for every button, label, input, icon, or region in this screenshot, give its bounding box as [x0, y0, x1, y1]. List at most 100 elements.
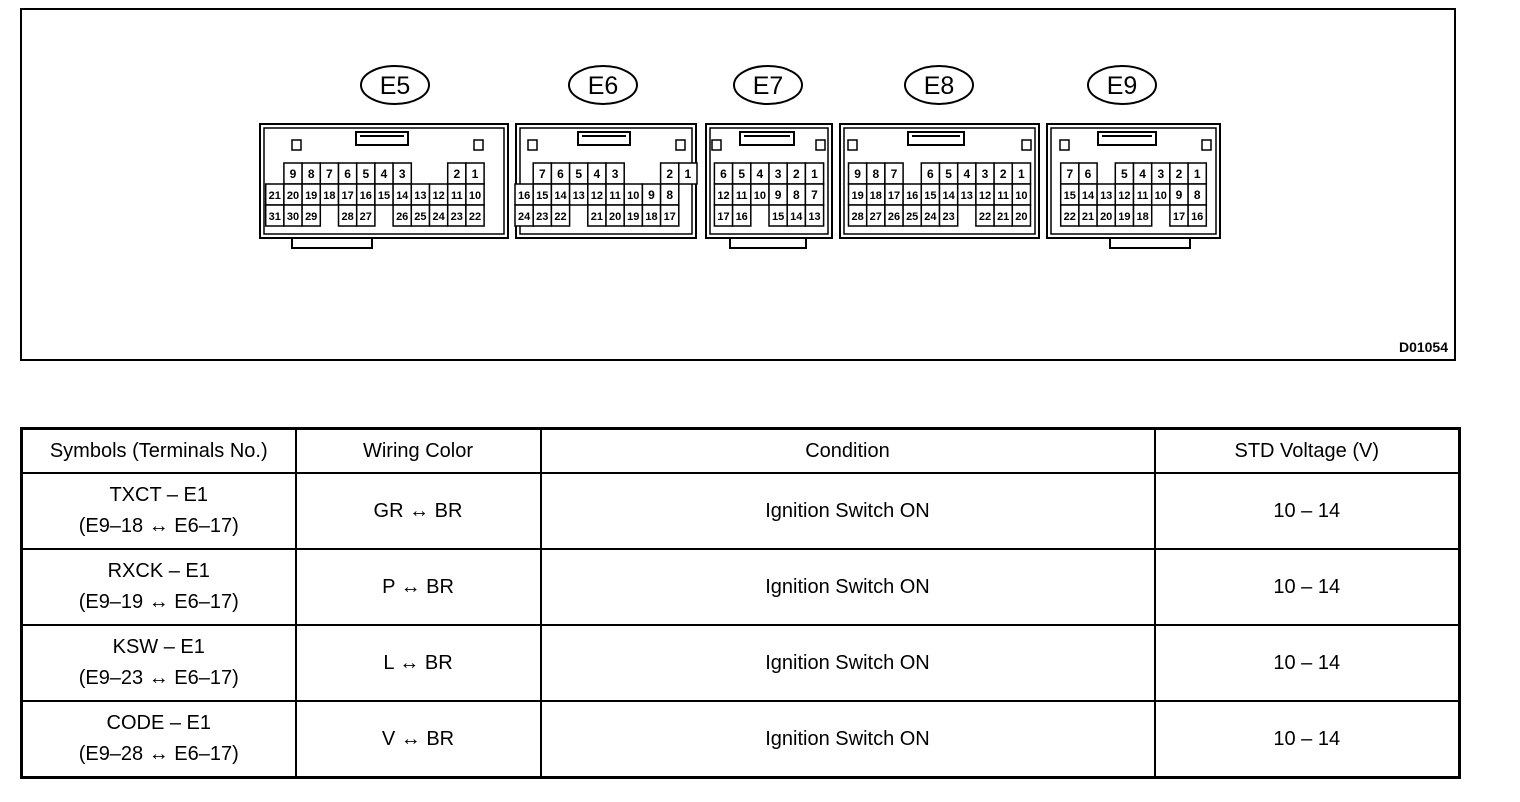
- wiring-color-cell: V ↔ BR: [294, 700, 542, 779]
- table-row: TXCT – E1 (E9–18 ↔ E6–17) GR ↔ BR Igniti…: [20, 472, 1461, 550]
- connector-lock-tab: [739, 131, 795, 146]
- terminal-cell: 11: [605, 183, 625, 206]
- terminal-cell: 12: [975, 183, 995, 206]
- terminal-cell: 6: [713, 162, 734, 185]
- terminal-cell: 18: [865, 183, 886, 206]
- terminal-cell: 7: [884, 162, 904, 185]
- connector-label-ellipse: [1087, 65, 1157, 105]
- terminal-cell: 6: [337, 162, 358, 185]
- symbol-name: RXCK – E1: [107, 560, 210, 582]
- terminal-cell: 13: [410, 183, 431, 206]
- terminal-number: 17: [888, 190, 900, 202]
- terminal-number: 11: [1137, 190, 1149, 202]
- connector-label: E7: [753, 72, 784, 100]
- condition-cell: Ignition Switch ON: [539, 472, 1156, 550]
- connector-lock-tab: [1097, 131, 1157, 146]
- terminal-cell: 5: [355, 162, 376, 185]
- terminal-cell: 5: [568, 162, 589, 185]
- terminal-numbers: (E9–23 ↔ E6–17): [78, 667, 239, 689]
- terminal-number: 23: [536, 211, 548, 223]
- terminal-number: 2: [793, 167, 800, 181]
- terminal-number: 20: [1015, 211, 1027, 223]
- terminal-cell: 24: [514, 204, 534, 227]
- terminal-cell: 24: [920, 204, 941, 227]
- terminal-cell: 9: [641, 183, 662, 206]
- connector-guide-bump: [1059, 139, 1070, 151]
- terminal-cell: 22: [465, 204, 485, 227]
- terminal-number: 3: [612, 167, 619, 181]
- terminal-cell: 3: [605, 162, 625, 185]
- terminal-number: 9: [1176, 188, 1183, 202]
- connector-inner-outline: [709, 127, 829, 235]
- terminal-cell: 25: [902, 204, 923, 227]
- wiring-color-cell: L ↔ BR: [294, 624, 542, 702]
- terminal-cell: 16: [731, 204, 752, 227]
- terminal-cell: 15: [920, 183, 941, 206]
- connector-guide-bump: [847, 139, 858, 151]
- terminal-cell: 10: [1011, 183, 1032, 206]
- terminal-box: [938, 204, 959, 227]
- terminal-box: [301, 204, 322, 227]
- terminal-cell: 28: [337, 204, 358, 227]
- terminal-number: 8: [793, 188, 800, 202]
- table-header-row: Symbols (Terminals No.) Wiring Color Con…: [20, 427, 1461, 474]
- terminal-number: 22: [1064, 211, 1076, 223]
- terminal-cell: 20: [1096, 204, 1117, 227]
- terminal-number: 28: [851, 211, 863, 223]
- table-row: CODE – E1 (E9–28 ↔ E6–17) V ↔ BR Ignitio…: [20, 700, 1461, 779]
- terminal-cell: 2: [446, 162, 467, 185]
- terminal-cell: 17: [659, 204, 680, 227]
- terminal-cell: 21: [1078, 204, 1098, 227]
- terminal-box: [804, 204, 825, 227]
- terminal-number: 9: [854, 167, 861, 181]
- terminal-number: 30: [287, 211, 299, 223]
- terminal-number: 18: [870, 190, 882, 202]
- terminal-number: 19: [1118, 211, 1130, 223]
- terminal-number: 20: [287, 190, 299, 202]
- terminal-number: 5: [1121, 167, 1128, 181]
- terminal-number: 15: [378, 190, 390, 202]
- terminal-number: 6: [557, 167, 564, 181]
- connector-lock-tab: [355, 131, 409, 146]
- terminal-cell: 22: [1059, 204, 1080, 227]
- terminal-number: 17: [717, 211, 729, 223]
- table-row: KSW – E1 (E9–23 ↔ E6–17) L ↔ BR Ignition…: [20, 624, 1461, 702]
- connector-lock-tab: [577, 131, 631, 146]
- terminal-cell: 14: [1078, 183, 1098, 206]
- terminal-cell: 16: [902, 183, 923, 206]
- terminal-number: 26: [396, 211, 408, 223]
- condition-cell: Ignition Switch ON: [539, 700, 1156, 779]
- symbol-cell: KSW – E1 (E9–23 ↔ E6–17): [20, 624, 297, 702]
- terminal-number: 6: [927, 167, 934, 181]
- terminal-voltage-table: Symbols (Terminals No.) Wiring Color Con…: [20, 427, 1461, 779]
- terminal-number: 13: [808, 211, 820, 223]
- terminal-number: 4: [757, 167, 764, 181]
- terminal-number: 5: [738, 167, 745, 181]
- connector-guide-bump: [473, 139, 484, 151]
- terminal-number: 2: [666, 167, 673, 181]
- terminal-cell: 5: [1114, 162, 1135, 185]
- terminal-cell: 4: [1132, 162, 1153, 185]
- terminal-cell: 20: [605, 204, 625, 227]
- terminal-cell: 4: [587, 162, 607, 185]
- terminal-number: 22: [554, 211, 566, 223]
- connector-guide-bump: [527, 139, 538, 151]
- terminal-cell: 12: [587, 183, 607, 206]
- wiring-color-cell: P ↔ BR: [294, 548, 542, 626]
- terminal-cell: 21: [993, 204, 1014, 227]
- terminal-cell: 22: [975, 204, 995, 227]
- terminal-cell: 1: [678, 162, 698, 185]
- terminal-cell: 19: [1114, 204, 1135, 227]
- terminal-cell: 12: [1114, 183, 1135, 206]
- terminal-cell: 7: [804, 183, 825, 206]
- connector-inner-outline: [843, 127, 1036, 235]
- terminal-cell: 11: [993, 183, 1014, 206]
- terminal-number: 1: [685, 167, 692, 181]
- terminal-number: 16: [1191, 211, 1203, 223]
- terminal-cell: 15: [532, 183, 553, 206]
- terminal-number: 15: [1064, 190, 1076, 202]
- terminal-number: 11: [736, 190, 748, 202]
- connector-label: E8: [924, 72, 955, 100]
- connector-label: E5: [380, 72, 411, 100]
